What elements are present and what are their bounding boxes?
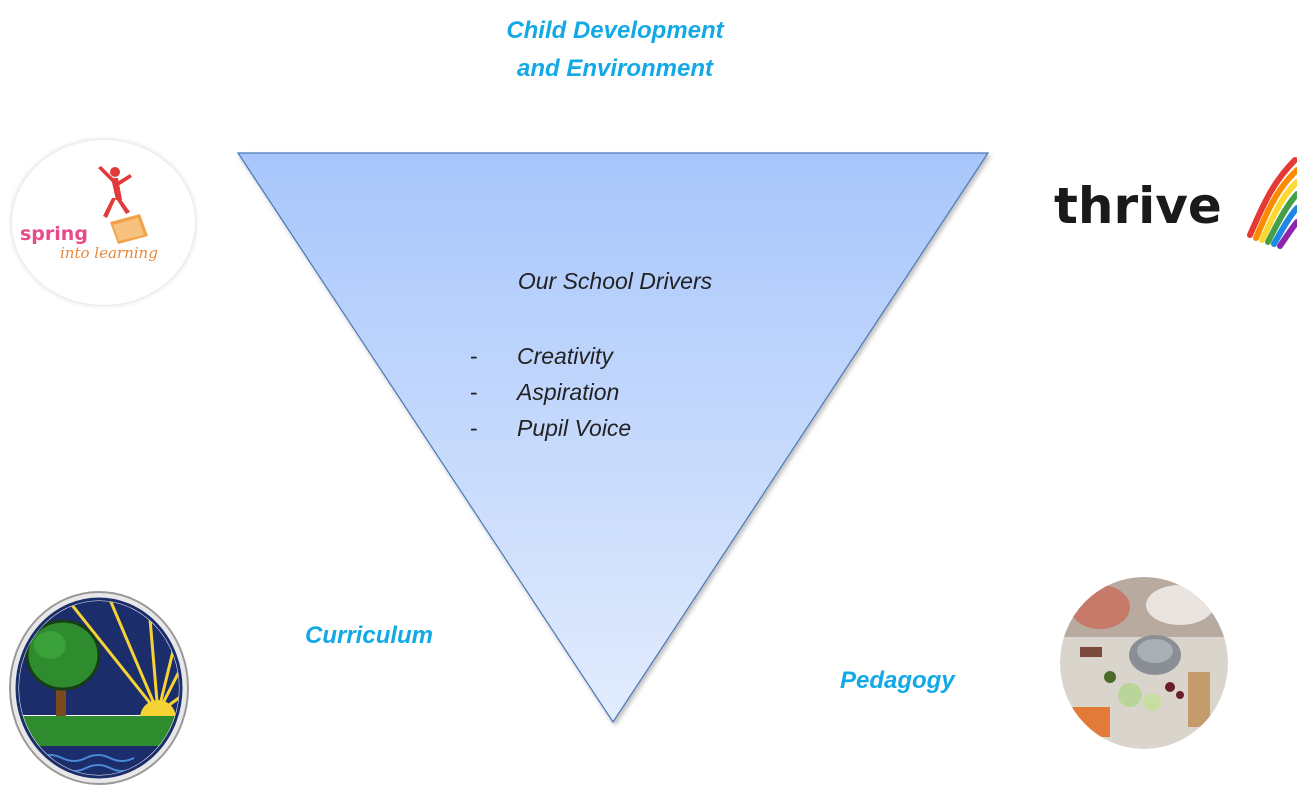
top-heading: Child Development and Environment	[400, 12, 830, 88]
top-heading-line1: Child Development	[506, 17, 724, 44]
curriculum-label: Curriculum	[305, 622, 434, 649]
drivers-list: Creativity Aspiration Pupil Voice	[470, 338, 631, 446]
thrive-logo: thrive	[1050, 140, 1297, 260]
drivers-title: Our School Drivers	[517, 268, 713, 294]
food-activity-photo	[1060, 577, 1228, 749]
svg-text:thrive: thrive	[1054, 177, 1222, 235]
driver-item: Aspiration	[470, 374, 631, 410]
driver-item: Pupil Voice	[470, 410, 631, 446]
school-logo	[8, 590, 190, 786]
svg-text:into learning: into learning	[60, 244, 158, 262]
spring-into-learning-logo: spring into learning	[12, 140, 195, 305]
pedagogy-label: Pedagogy	[840, 667, 955, 694]
top-heading-line2: and Environment	[516, 55, 714, 82]
svg-text:spring: spring	[20, 223, 88, 245]
driver-item: Creativity	[470, 338, 631, 374]
